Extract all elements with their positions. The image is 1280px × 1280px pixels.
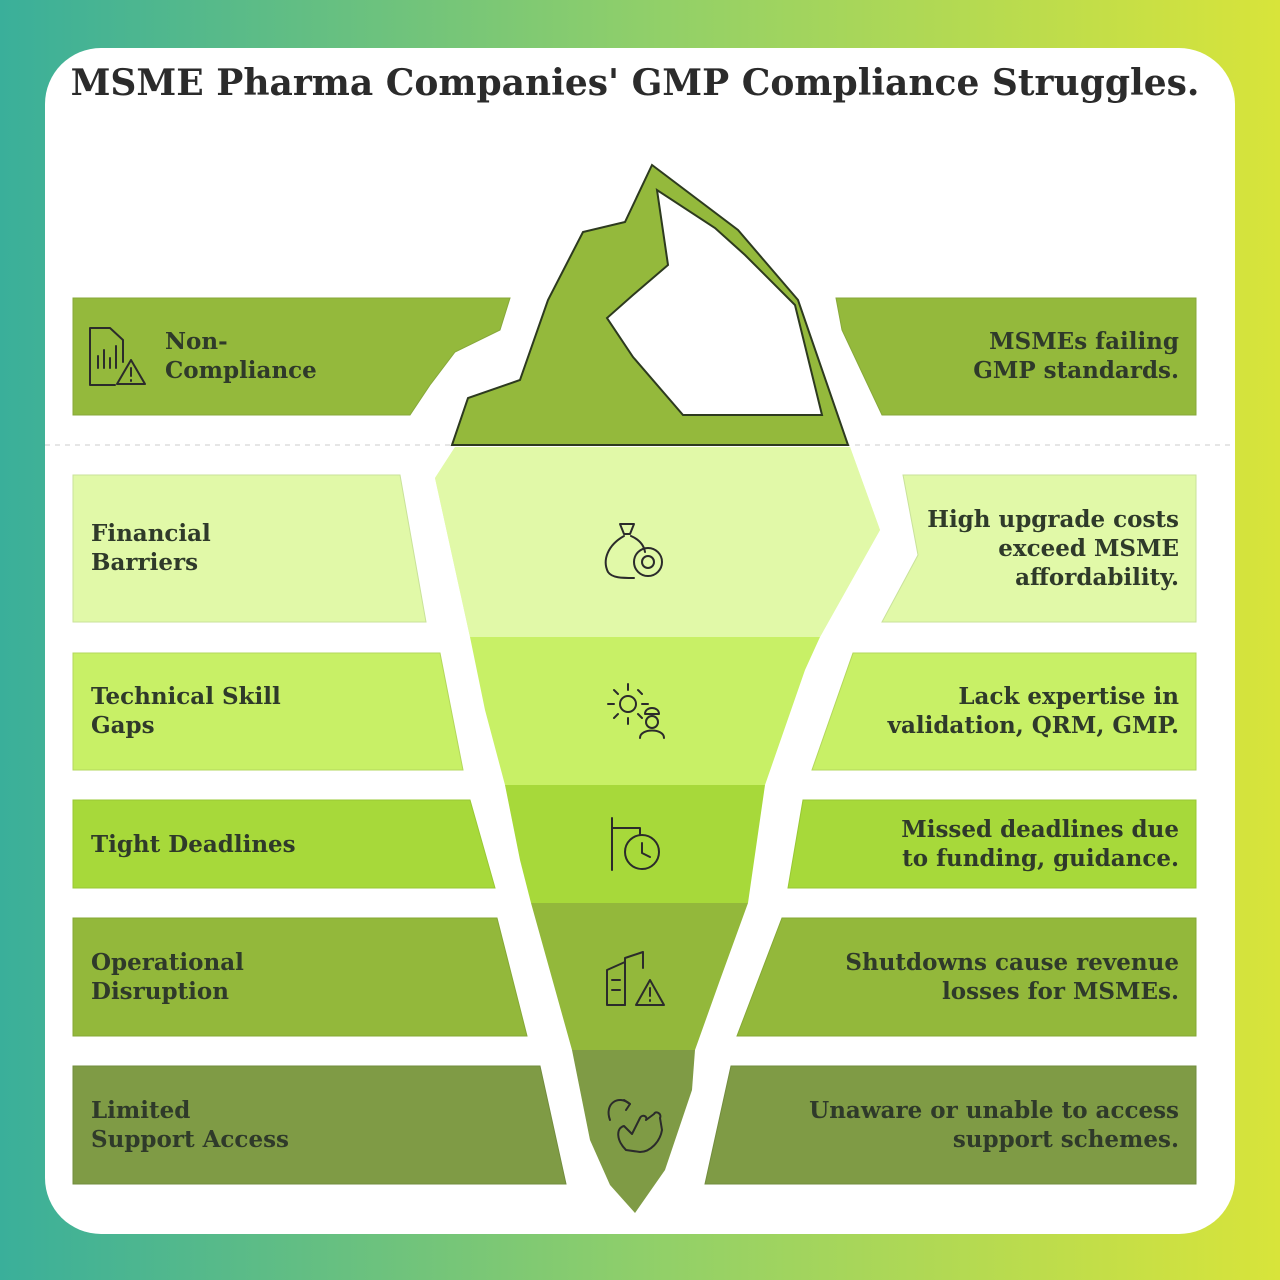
band-left-1 [72, 474, 427, 623]
layer-0-left-label: Non- Compliance [165, 328, 317, 384]
sign-clock-icon [611, 817, 660, 871]
money-bag-coin-icon [604, 523, 663, 579]
band-right-1 [881, 474, 1197, 623]
factory-warning-icon [606, 951, 665, 1006]
layer-2-left-label: Technical Skill Gaps [91, 683, 281, 739]
hand-support-icon [607, 1099, 663, 1153]
band-left-4 [72, 917, 528, 1037]
band-left-5 [72, 1065, 567, 1185]
iceberg-segment-3 [505, 785, 765, 903]
band-right-0 [835, 297, 1197, 416]
layer-4-right-label: Shutdowns cause revenue losses for MSMEs… [845, 949, 1179, 1005]
page-title: MSME Pharma Companies' GMP Compliance St… [70, 62, 1200, 104]
iceberg-segment-1 [435, 447, 880, 637]
layer-1-right-label: High upgrade costs exceed MSME affordabi… [927, 506, 1179, 591]
band-left-3 [72, 799, 496, 889]
layer-3-left-label: Tight Deadlines [91, 831, 296, 858]
layer-3-right-label: Missed deadlines due to funding, guidanc… [901, 816, 1179, 872]
layer-2-right-label: Lack expertise in validation, QRM, GMP. [887, 683, 1179, 739]
band-right-4 [736, 917, 1197, 1037]
band-left-0 [72, 297, 511, 416]
document-chart-warning-icon [89, 327, 146, 386]
layer-5-left-label: Limited Support Access [91, 1097, 289, 1153]
iceberg-snow-cap [605, 187, 824, 416]
iceberg-segment-4 [531, 903, 748, 1050]
band-right-2 [811, 652, 1197, 771]
band-left-2 [72, 652, 464, 771]
band-right-5 [704, 1065, 1197, 1185]
layer-1-left-label: Financial Barriers [91, 520, 211, 576]
layer-0-right-label: MSMEs failing GMP standards. [973, 328, 1179, 384]
layer-4-left-label: Operational Disruption [91, 949, 244, 1005]
gear-engineer-icon [607, 683, 665, 739]
band-right-3 [787, 799, 1197, 889]
layer-5-right-label: Unaware or unable to access support sche… [809, 1097, 1179, 1153]
